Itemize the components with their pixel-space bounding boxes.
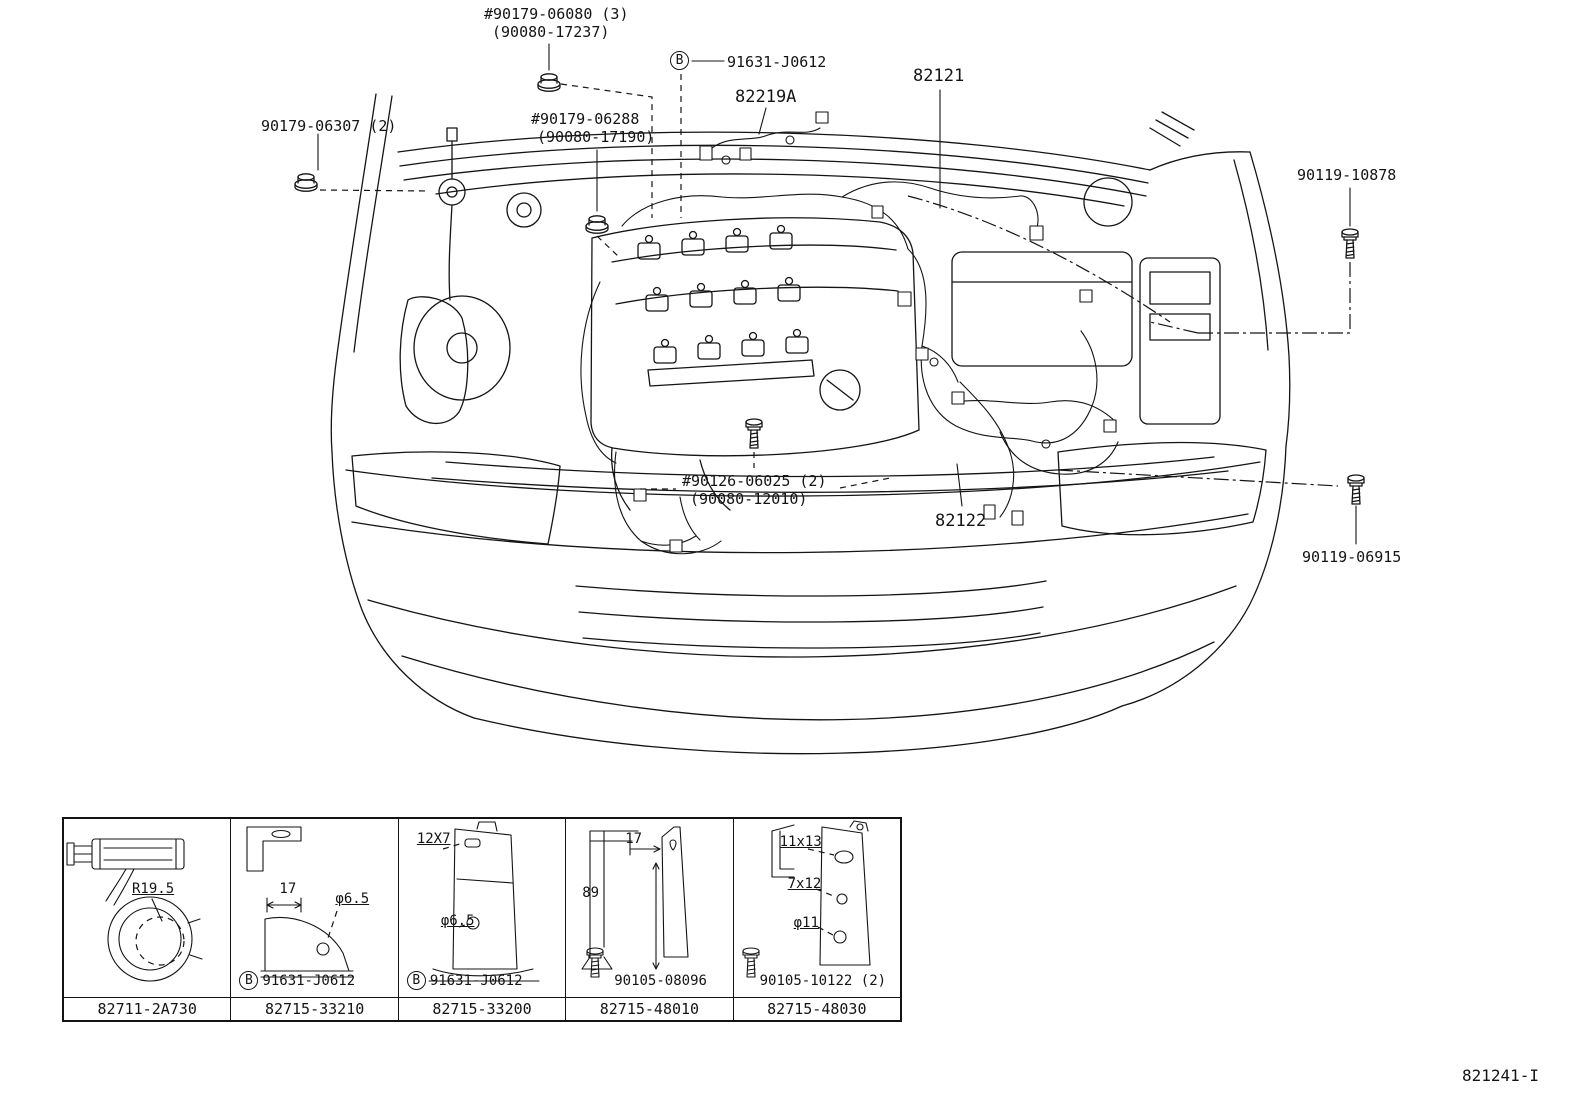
- bolt-icon: [1341, 228, 1359, 259]
- dim-annotation: 12X7: [416, 831, 451, 847]
- b-badge: B: [670, 51, 689, 70]
- dim-annotation: φ6.5: [440, 913, 475, 929]
- table-cell-82715-33200: 12X7 φ6.5 B 91631-J0612 82715-33200: [398, 819, 567, 1020]
- bolt-icon: [1347, 474, 1365, 505]
- callout-90179-06080: #90179-06080 (3): [484, 5, 629, 23]
- hardware-ref: 90105-08096: [614, 973, 707, 989]
- drawing-reference: 821241-I: [1462, 1066, 1540, 1085]
- hardware-ref: 90105-10122 (2): [759, 973, 887, 989]
- callout-90080-12010: (90080-12010): [690, 490, 808, 508]
- callout-90080-17237: (90080-17237): [492, 23, 610, 41]
- datum-lines: [907, 195, 1351, 487]
- leader-lines-solid: [317, 43, 1357, 545]
- part-number-label: 82715-48030: [733, 997, 901, 1020]
- harness-connectors: [633, 111, 1117, 553]
- callout-82121: 82121: [913, 66, 965, 86]
- leader-lines-dashed: [319, 74, 891, 490]
- nut-icon: [585, 215, 609, 234]
- nut-icon: [294, 173, 318, 192]
- bracket-drawing: [428, 821, 540, 982]
- nut-icon: [537, 73, 561, 92]
- car-body-outline: [330, 93, 1291, 755]
- table-cell-82715-48010: 17 89 90105-08096 82715-48010: [566, 819, 734, 1020]
- dim-annotation: 7x12: [787, 876, 822, 892]
- dim-annotation: 11x13: [779, 834, 822, 850]
- parts-detail-table: R19.5 82711-2A730 17 φ6.5 B: [62, 817, 902, 1022]
- hardware-ref: 91631-J0612: [429, 973, 523, 989]
- part-number-label: 82711-2A730: [64, 997, 231, 1020]
- callout-90179-06288: #90179-06288: [531, 110, 640, 128]
- callout-91631-j0612: 91631-J0612: [727, 53, 827, 71]
- engine-assembly: [399, 127, 1221, 511]
- callout-90080-17190: (90080-17190): [537, 128, 655, 146]
- callout-90179-06307: 90179-06307 (2): [261, 117, 397, 135]
- part-number-label: 82715-33210: [231, 997, 398, 1020]
- callout-90126-06025: #90126-06025 (2): [682, 472, 827, 490]
- clamp-drawing: [66, 838, 203, 982]
- bracket-drawing: [742, 820, 871, 978]
- table-cell-82715-33210: 17 φ6.5 B 91631-J0612 82715-33210: [231, 819, 399, 1020]
- dim-annotation: 89: [582, 885, 600, 901]
- bracket-drawing: [246, 826, 354, 978]
- b-badge: B: [239, 971, 259, 990]
- table-cell-82715-48030: 11x13 7x12 φ11 90105-10122 (2) 82715-480…: [733, 819, 901, 1020]
- dim-annotation: 17: [279, 881, 297, 897]
- callout-82219a: 82219A: [735, 87, 797, 107]
- bolt-icon: [745, 418, 763, 449]
- part-number-label: 82715-33200: [398, 997, 566, 1020]
- dim-annotation: φ11: [793, 915, 819, 931]
- dim-annotation: R19.5: [132, 881, 175, 897]
- fastener-icons: [294, 73, 1365, 505]
- dim-annotation: 17: [625, 831, 643, 847]
- table-cell-82711-2a730: R19.5 82711-2A730: [64, 819, 232, 1020]
- dim-annotation: φ6.5: [335, 891, 370, 907]
- bracket-drawing: [581, 826, 689, 978]
- wiring-harness: [580, 127, 1119, 555]
- callout-90119-06915: 90119-06915: [1302, 548, 1402, 566]
- callout-90119-10878: 90119-10878: [1297, 166, 1397, 184]
- part-number-label: 82715-48010: [566, 997, 733, 1020]
- hardware-ref: 91631-J0612: [262, 973, 356, 989]
- b-badge: B: [406, 971, 426, 990]
- callout-82122: 82122: [935, 511, 987, 531]
